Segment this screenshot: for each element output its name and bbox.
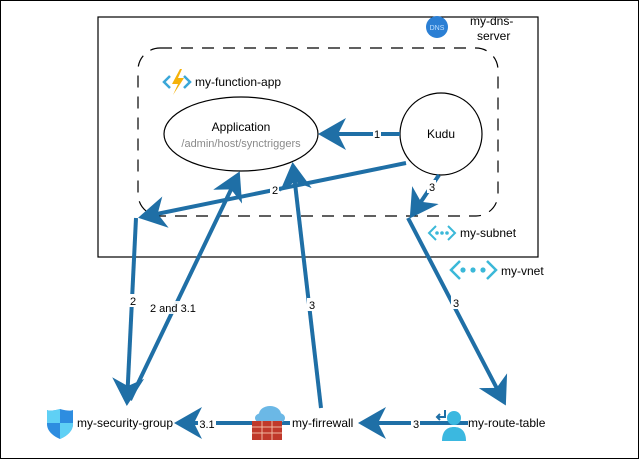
kudu-title: Kudu <box>427 127 455 141</box>
dns-server-label: my-dns-server <box>470 14 513 43</box>
subnet-label: my-subnet <box>460 226 517 240</box>
route-table-icon <box>435 410 466 441</box>
edge-label-bg <box>373 127 381 140</box>
edge-subnet-to-nsg[interactable] <box>112 217 145 406</box>
firewall-icon <box>252 406 285 440</box>
edge-label-kudu-to-app: 1 <box>374 129 380 141</box>
dns-label-line1: my-dns- <box>470 14 513 28</box>
edge-label-firewall-to-nsg: 3.1 <box>199 419 214 431</box>
edge-label-bg <box>198 417 216 430</box>
security-group-label: my-security-group <box>77 416 173 430</box>
firewall-label: my-firrewall <box>292 416 353 430</box>
edge-firewall-to-app[interactable] <box>279 162 323 409</box>
edge-subnet-to-route-table[interactable] <box>406 217 508 406</box>
function-app-icon <box>162 69 192 95</box>
edge-label-nsg-to-app: 2 and 3.1 <box>150 303 196 315</box>
vnet-label: my-vnet <box>501 264 544 278</box>
edge-label-kudu-to-subnet-left: 2 <box>272 185 278 197</box>
shield-icon <box>47 409 73 439</box>
edge-label-subnet-to-nsg: 2 <box>130 296 136 308</box>
edge-label-bg <box>411 417 420 430</box>
application-subtitle: /admin/host/synctriggers <box>181 138 301 150</box>
edge-label-route-table-to-firewall: 3 <box>413 419 419 431</box>
edge-label-bg <box>128 294 137 307</box>
edge-label-bg <box>150 301 198 314</box>
edge-label-firewall-to-app: 3 <box>309 300 315 312</box>
application-node[interactable]: Application /admin/host/synctriggers <box>163 96 319 172</box>
vnet-container-box <box>97 16 539 258</box>
function-app-label: my-function-app <box>195 75 281 89</box>
edge-label-bg <box>451 296 460 309</box>
edge-label-subnet-to-route-table: 3 <box>453 298 459 310</box>
edge-label-bg <box>270 183 279 196</box>
edge-nsg-to-app[interactable] <box>128 171 243 401</box>
dns-label-line2: server <box>477 29 510 43</box>
security-group-node[interactable]: my-security-group <box>47 409 173 439</box>
edge-label-bg <box>307 298 316 311</box>
kudu-node[interactable]: Kudu <box>399 92 483 176</box>
dns-server-icon: DNS <box>426 16 448 38</box>
vnet-icon <box>449 260 498 280</box>
firewall-node[interactable]: my-firrewall <box>252 406 353 440</box>
edge-label-kudu-to-subnet-right: 3 <box>429 182 435 194</box>
route-table-label: my-route-table <box>468 416 546 430</box>
route-table-node[interactable]: my-route-table <box>435 410 546 441</box>
application-title: Application <box>212 120 271 134</box>
svg-text:DNS: DNS <box>430 25 445 32</box>
edge-label-bg <box>427 180 436 193</box>
subnet-icon <box>427 225 457 241</box>
function-app-subnet-box <box>137 47 499 217</box>
